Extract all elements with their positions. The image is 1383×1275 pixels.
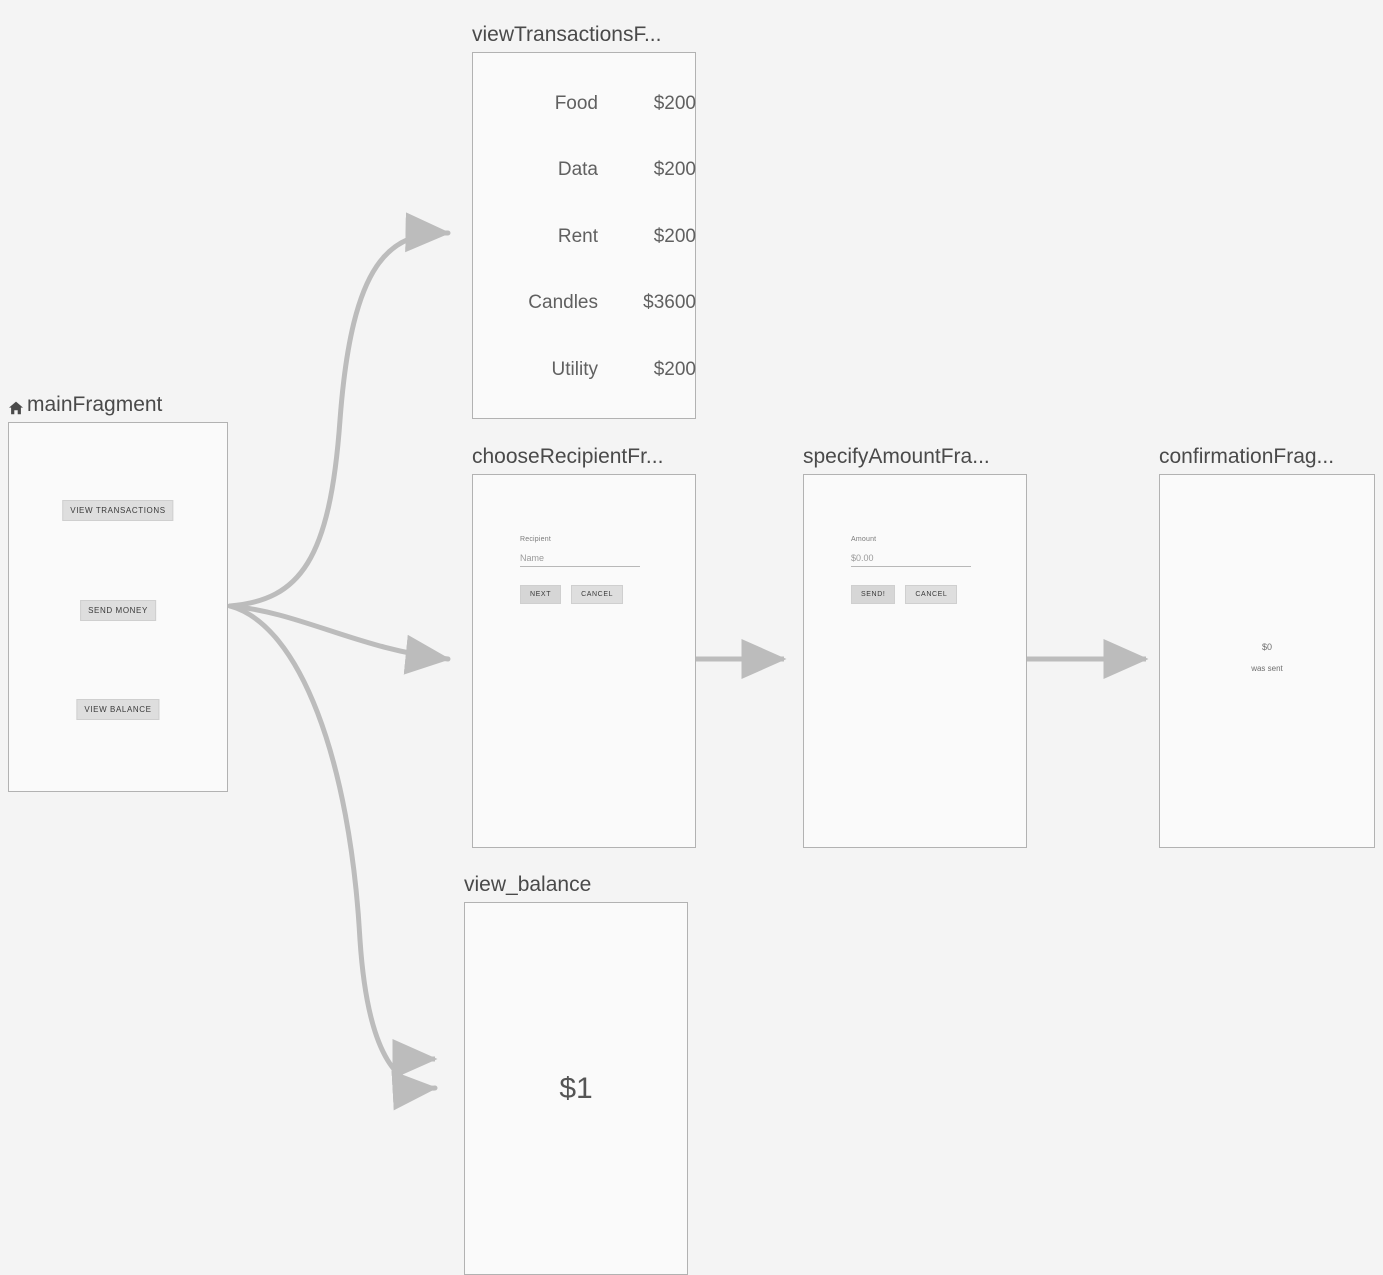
amount-field-label: Amount	[851, 536, 877, 543]
destination-view-balance[interactable]: view_balance $1	[464, 873, 688, 1275]
edge-main-to-view-balance	[227, 603, 438, 1111]
send-money-button[interactable]: SEND MONEY	[80, 600, 156, 621]
destination-title-view-transactions: viewTransactionsF...	[472, 23, 661, 47]
transaction-label: Data	[557, 159, 598, 180]
view-transactions-button[interactable]: VIEW TRANSACTIONS	[62, 500, 174, 521]
destination-card-confirmation[interactable]	[1159, 474, 1375, 848]
destination-card-choose-recipient[interactable]	[472, 474, 696, 848]
transaction-amount: $3600	[643, 292, 696, 313]
confirmation-text: was sent	[1251, 664, 1283, 673]
destination-view-transactions[interactable]: viewTransactionsF... Food $200 Data $200…	[472, 23, 696, 419]
recipient-name-input[interactable]: Name	[520, 553, 640, 567]
destination-title-view-balance: view_balance	[464, 873, 591, 897]
destination-title-view-balance-label: view_balance	[464, 873, 592, 896]
destination-title-main: mainFragment	[8, 393, 162, 417]
destination-title-confirmation: confirmationFrag...	[1159, 445, 1334, 469]
recipient-form: Recipient Name NEXT CANCEL	[520, 536, 650, 604]
transaction-row: Utility $200	[472, 358, 696, 382]
recipient-form-buttons: NEXT CANCEL	[520, 585, 650, 604]
destination-title-specify-amount-label: specifyAmountFra...	[803, 445, 990, 468]
next-button[interactable]: NEXT	[520, 585, 562, 604]
destination-main-fragment[interactable]: mainFragment VIEW TRANSACTIONS SEND MONE…	[8, 393, 228, 792]
destination-card-main[interactable]	[8, 422, 228, 792]
edge-main-to-view-transactions	[227, 212, 451, 609]
cancel-button[interactable]: CANCEL	[905, 585, 958, 604]
amount-form: Amount $0.00 SEND! CANCEL	[851, 536, 981, 604]
edge-main-to-choose-recipient	[227, 603, 451, 675]
cancel-button[interactable]: CANCEL	[571, 585, 624, 604]
destination-card-view-transactions[interactable]	[472, 52, 696, 419]
destination-title-confirmation-label: confirmationFrag...	[1159, 445, 1335, 468]
transaction-amount: $200	[653, 359, 696, 380]
transaction-amount: $200	[653, 226, 696, 247]
destination-specify-amount[interactable]: specifyAmountFra... Amount $0.00 SEND! C…	[803, 445, 1027, 848]
destination-confirmation[interactable]: confirmationFrag... $0 was sent	[1159, 445, 1375, 848]
destination-title-choose-recipient: chooseRecipientFr...	[472, 445, 663, 469]
transaction-label: Utility	[551, 359, 598, 380]
transaction-label: Food	[554, 93, 598, 114]
recipient-field-label: Recipient	[520, 536, 551, 543]
destination-card-specify-amount[interactable]	[803, 474, 1027, 848]
confirmation-amount: $0	[1261, 642, 1272, 652]
destination-title-choose-recipient-label: chooseRecipientFr...	[472, 445, 664, 468]
balance-amount: $1	[559, 1072, 593, 1105]
transaction-label: Candles	[528, 292, 598, 313]
destination-title-specify-amount: specifyAmountFra...	[803, 445, 990, 469]
destination-title-view-transactions-label: viewTransactionsF...	[472, 23, 662, 46]
transaction-amount: $200	[653, 159, 696, 180]
transaction-row: Candles $3600	[472, 291, 696, 315]
home-icon	[8, 398, 24, 415]
transaction-amount: $200	[653, 93, 696, 114]
amount-input[interactable]: $0.00	[851, 553, 971, 567]
amount-form-buttons: SEND! CANCEL	[851, 585, 981, 604]
transaction-row: Food $200	[472, 92, 696, 116]
send-button[interactable]: SEND!	[851, 585, 896, 604]
transaction-row: Rent $200	[472, 225, 696, 249]
transaction-label: Rent	[557, 226, 598, 247]
destination-title-main-label: mainFragment	[27, 393, 163, 416]
destination-choose-recipient[interactable]: chooseRecipientFr... Recipient Name NEXT…	[472, 445, 696, 848]
view-balance-button[interactable]: VIEW BALANCE	[76, 699, 160, 720]
transaction-row: Data $200	[472, 158, 696, 182]
confirmation-message-block: $0 was sent	[1159, 642, 1375, 673]
